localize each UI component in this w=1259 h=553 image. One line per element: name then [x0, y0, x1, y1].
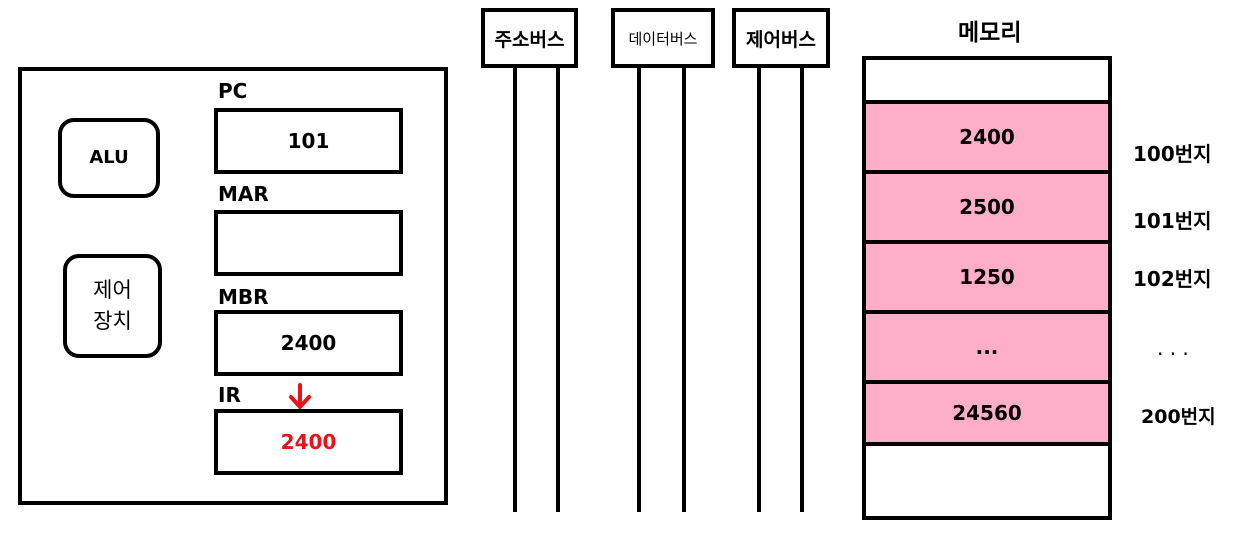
mar-register — [214, 210, 403, 276]
memory-address-label: 100번지 — [1133, 142, 1212, 166]
pc-label: PC — [218, 79, 248, 103]
alu-label: ALU — [89, 147, 129, 168]
memory-cell: 24560 — [862, 380, 1112, 446]
alu-box: ALU — [58, 118, 160, 198]
data-bus-label: 데이터버스 — [628, 29, 698, 48]
pc-value: 101 — [287, 129, 330, 153]
mbr-register: 2400 — [214, 310, 403, 376]
control-bus-label: 제어버스 — [746, 28, 816, 51]
down-arrow-icon — [289, 383, 311, 409]
memory-address-label: 101번지 — [1133, 209, 1212, 233]
control-unit-box: 제어 장치 — [63, 254, 162, 358]
memory-top-empty-cell — [862, 56, 1112, 104]
memory-cell: 2400 — [862, 100, 1112, 174]
address-bus-header: 주소버스 — [481, 8, 578, 68]
mar-label: MAR — [218, 182, 269, 206]
memory-cell: ... — [862, 310, 1112, 384]
control-bus-header: 제어버스 — [732, 8, 830, 68]
memory-address-label: 102번지 — [1133, 267, 1212, 291]
mbr-label: MBR — [218, 285, 269, 309]
address-bus-line-1 — [513, 66, 517, 512]
memory-cell: 2500 — [862, 170, 1112, 244]
address-bus-label: 주소버스 — [494, 28, 565, 51]
data-bus-line-2 — [682, 66, 686, 512]
memory-title: 메모리 — [958, 20, 1022, 46]
mbr-value: 2400 — [280, 331, 337, 355]
memory-cell-value: 24560 — [952, 401, 1022, 425]
memory-cell-value: ... — [975, 335, 999, 359]
data-bus-header: 데이터버스 — [611, 8, 715, 68]
memory-cell-value: 1250 — [959, 265, 1015, 289]
memory-cell: 1250 — [862, 240, 1112, 314]
control-unit-label-line2: 장치 — [93, 309, 132, 333]
memory-address-label: . . . — [1157, 336, 1189, 360]
control-unit-label-line1: 제어 — [93, 278, 132, 302]
memory-cell-value: 2400 — [959, 125, 1015, 149]
ir-value: 2400 — [280, 430, 337, 454]
control-bus-line-2 — [800, 66, 804, 512]
pc-register: 101 — [214, 108, 403, 174]
data-bus-line-1 — [637, 66, 641, 512]
control-bus-line-1 — [757, 66, 761, 512]
memory-address-label: 200번지 — [1141, 406, 1216, 428]
address-bus-line-2 — [556, 66, 560, 512]
memory-bottom-empty-cell — [862, 442, 1112, 520]
ir-register: 2400 — [214, 409, 403, 475]
memory-cell-value: 2500 — [959, 195, 1015, 219]
ir-label: IR — [218, 383, 241, 407]
